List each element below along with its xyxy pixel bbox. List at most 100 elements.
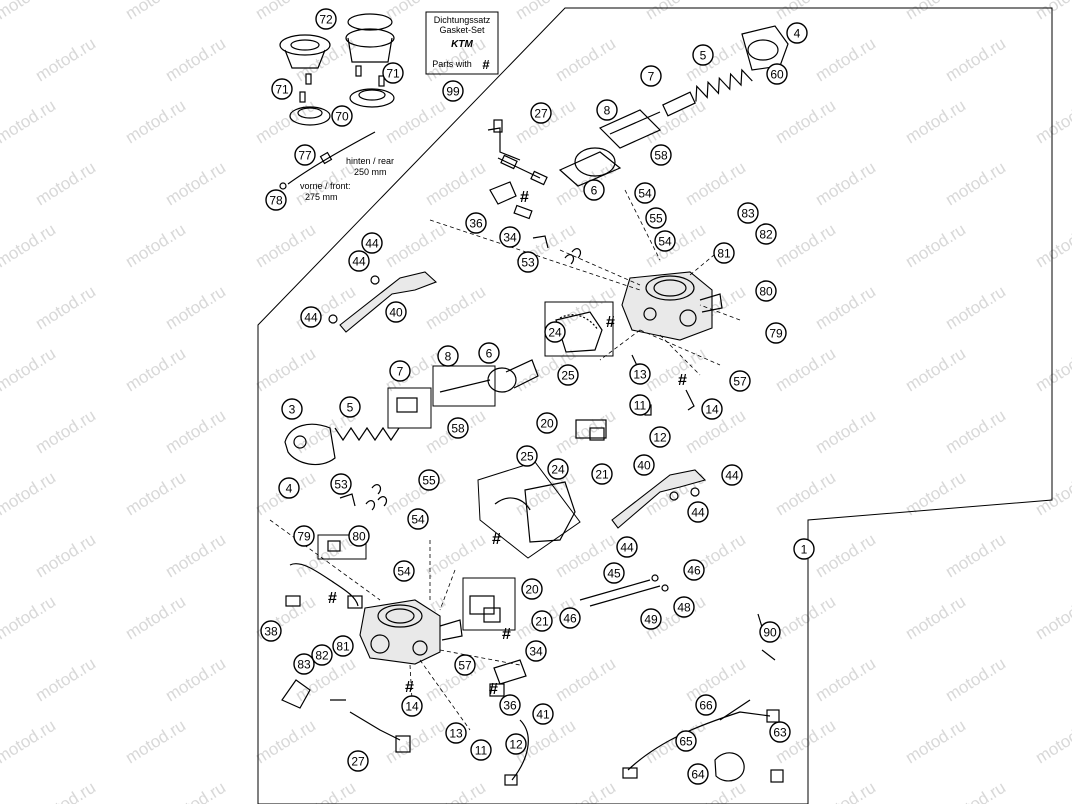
watermark-text: motod.ru [902, 344, 969, 396]
callout-number: 81 [717, 247, 731, 261]
watermark-text: motod.ru [1032, 592, 1072, 644]
callout-24: 24 [544, 321, 566, 343]
watermark-text: motod.ru [0, 716, 59, 768]
watermark-text: motod.ru [512, 0, 579, 23]
callout-number: 14 [705, 403, 719, 417]
watermark-text: motod.ru [812, 158, 879, 210]
callout-number: 64 [691, 768, 705, 782]
callout-number: 46 [563, 612, 577, 626]
gasket-box-symbol: # [482, 57, 490, 72]
callout-number: 44 [691, 506, 705, 520]
gasket-marker: # [328, 590, 337, 607]
watermark-text: motod.ru [902, 716, 969, 768]
watermark-text: motod.ru [772, 220, 839, 272]
watermark-text: motod.ru [0, 220, 59, 272]
callout-number: 34 [529, 645, 543, 659]
watermark-text: motod.ru [252, 344, 319, 396]
callout-6: 6 [583, 179, 605, 201]
callout-number: 38 [264, 625, 278, 639]
callout-36: 36 [465, 212, 487, 234]
watermark-text: motod.ru [162, 282, 229, 334]
callout-number: 57 [458, 659, 472, 673]
callout-54: 54 [393, 560, 415, 582]
callout-number: 80 [352, 530, 366, 544]
gasket-marker: # [520, 189, 529, 206]
watermark-text: motod.ru [382, 220, 449, 272]
callout-38: 38 [260, 620, 282, 642]
watermark-text: motod.ru [942, 530, 1009, 582]
callout-number: 82 [759, 228, 773, 242]
callout-number: 54 [658, 235, 672, 249]
part-drawings [269, 13, 789, 786]
watermark-text: motod.ru [382, 716, 449, 768]
callout-20: 20 [536, 412, 558, 434]
watermark-text: motod.ru [942, 778, 1009, 804]
callout-number: 99 [446, 85, 460, 99]
callout-number: 79 [769, 327, 783, 341]
gasket-box-line1: Dichtungssatz [434, 15, 491, 25]
callout-7: 7 [389, 360, 411, 382]
callout-number: 54 [411, 513, 425, 527]
callout-14: 14 [401, 695, 423, 717]
callout-83: 83 [737, 202, 759, 224]
callout-7: 7 [640, 65, 662, 87]
watermark-text: motod.ru [32, 530, 99, 582]
watermark-text: motod.ru [902, 0, 969, 23]
callout-number: 44 [352, 255, 366, 269]
callout-82: 82 [311, 644, 333, 666]
watermark-text: motod.ru [942, 34, 1009, 86]
callout-number: 14 [405, 700, 419, 714]
callout-number: 48 [677, 601, 691, 615]
watermark-text: motod.ru [812, 34, 879, 86]
callout-number: 77 [298, 149, 312, 163]
callout-number: 82 [315, 649, 329, 663]
watermark-text: motod.ru [1032, 716, 1072, 768]
watermark-text: motod.ru [422, 158, 489, 210]
watermark-text: motod.ru [902, 592, 969, 644]
callout-number: 12 [653, 431, 667, 445]
callout-66: 66 [695, 694, 717, 716]
gasket-markers: ######## [328, 189, 687, 698]
callout-number: 20 [525, 583, 539, 597]
callout-number: 21 [595, 468, 609, 482]
watermark-text: motod.ru [252, 0, 319, 23]
callout-99: 99 [442, 80, 464, 102]
callout-number: 6 [591, 184, 598, 198]
watermark-text: motod.ru [682, 158, 749, 210]
watermark-text: motod.ru [422, 530, 489, 582]
callout-20: 20 [521, 578, 543, 600]
watermark-text: motod.ru [32, 406, 99, 458]
callout-41: 41 [532, 703, 554, 725]
watermark-text: motod.ru [642, 0, 709, 23]
gasket-set-box: Dichtungssatz Gasket-Set KTM Parts with … [425, 11, 499, 75]
callout-number: 90 [763, 626, 777, 640]
callout-number: 11 [475, 744, 488, 758]
callout-5: 5 [692, 44, 714, 66]
gasket-marker: # [489, 681, 498, 698]
callout-58: 58 [650, 144, 672, 166]
callout-81: 81 [713, 242, 735, 264]
watermark-text: motod.ru [122, 592, 189, 644]
callout-14: 14 [701, 398, 723, 420]
callout-82: 82 [755, 223, 777, 245]
callout-71: 71 [271, 78, 293, 100]
callout-number: 3 [289, 403, 296, 417]
callout-4: 4 [786, 22, 808, 44]
callout-number: 11 [634, 399, 647, 413]
callout-number: 7 [397, 365, 404, 379]
callout-79: 79 [293, 525, 315, 547]
watermark-text: motod.ru [812, 406, 879, 458]
callout-58: 58 [447, 417, 469, 439]
watermark-text: motod.ru [122, 96, 189, 148]
watermark-text: motod.ru [942, 282, 1009, 334]
watermark-text: motod.ru [772, 468, 839, 520]
callout-27: 27 [530, 102, 552, 124]
watermark-text: motod.ru [32, 34, 99, 86]
watermark-text: motod.ru [942, 654, 1009, 706]
watermark-text: motod.ru [0, 592, 59, 644]
watermark-text: motod.ru [422, 282, 489, 334]
callout-12: 12 [505, 733, 527, 755]
callout-44: 44 [300, 306, 322, 328]
callout-number: 25 [520, 450, 534, 464]
callout-number: 55 [649, 212, 663, 226]
